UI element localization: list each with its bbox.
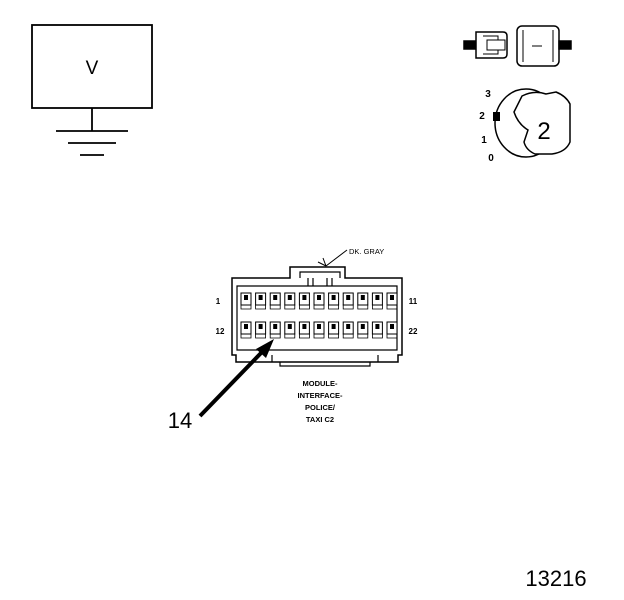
figure-number: 13216 [525,566,586,591]
ignition-switch-icon: 3 2 1 0 2 [479,88,571,164]
cavity-13 [255,321,267,339]
pin-label-12: 12 [216,327,225,336]
cavity-3 [269,292,281,310]
ignition-position-2: 2 [479,111,485,122]
cavity-15 [284,321,296,339]
voltmeter-label: V [86,58,99,79]
ignition-position-3: 3 [485,89,491,100]
cavity-8 [342,292,354,310]
wire-color-label: DK. GRAY [349,247,384,256]
cavity-22 [386,321,398,339]
cavity-17 [313,321,325,339]
connector-c2: DK. GRAY 1 11 12 22 MODULE- INTERFACE- P… [216,247,418,424]
ground-symbol [56,108,128,156]
ignition-position-1: 1 [481,135,487,146]
cavity-12 [240,321,252,339]
connector-caption-line-3: POLICE/ [305,403,336,412]
voltmeter-box [31,24,153,109]
cavity-21 [371,321,383,339]
pin-label-1: 1 [216,297,221,306]
cavity-5 [298,292,310,310]
connector-housing [231,266,403,363]
cavity-14 [269,321,281,339]
cavity-10 [371,292,383,310]
ignition-position-0: 0 [488,153,494,164]
cavity-11 [386,292,398,310]
test-probe-icon [463,25,572,67]
terminal-callout-arrow [198,339,274,418]
connector-caption-line-4: TAXI C2 [306,415,334,424]
cavity-1 [240,292,252,310]
cavity-row-top [240,292,398,310]
cavity-4 [284,292,296,310]
cavity-6 [313,292,325,310]
cavity-16 [298,321,310,339]
cavity-7 [328,292,340,310]
pin-label-22: 22 [409,327,418,336]
cavity-18 [328,321,340,339]
wire-color-leader [317,249,348,267]
terminal-callout-label: 14 [168,408,192,433]
cavity-9 [357,292,369,310]
connector-caption-line-1: MODULE- [303,379,338,388]
cavity-2 [255,292,267,310]
cavity-19 [342,321,354,339]
cavity-row-bottom [240,321,398,339]
voltmeter-symbol: V [31,24,153,156]
cavity-20 [357,321,369,339]
ignition-key-label: 2 [537,118,550,145]
connector-caption-line-2: INTERFACE- [298,391,344,400]
pin-label-11: 11 [409,297,418,306]
